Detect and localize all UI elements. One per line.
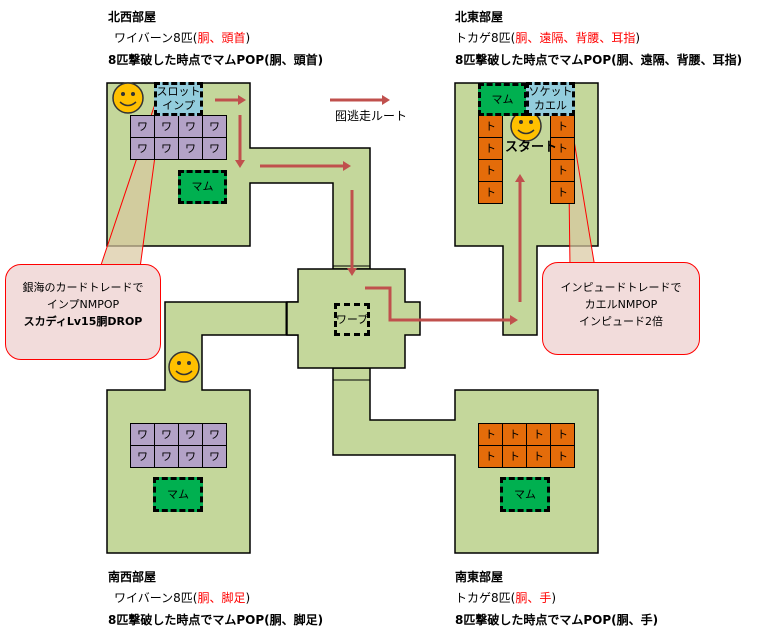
lizard-cell: ト xyxy=(550,445,575,468)
wyvern-cell: ワ xyxy=(130,445,155,468)
smiley-icon xyxy=(168,351,200,383)
paren: ) xyxy=(245,591,251,605)
room-title: 北東部屋 xyxy=(455,10,504,24)
mam-spawn-sw: マム xyxy=(153,477,203,512)
drop-parts: 胴、遠隔、背腰、耳指 xyxy=(515,31,636,45)
mam-spawn-ne: マム xyxy=(478,83,527,116)
wyvern-cell: ワ xyxy=(202,137,227,160)
room-mam-note: 8匹撃破した時点でマムPOP(胴、遠隔、背腰、耳指) xyxy=(455,53,743,67)
lizard-cell: ト xyxy=(478,159,503,182)
lizard-cell: ト xyxy=(550,159,575,182)
paren: ) xyxy=(635,31,641,45)
drop-parts: 胴、頭首 xyxy=(197,31,246,45)
callout-text: 銀海のカードトレードで xyxy=(22,281,144,294)
room-enemies: ワイバーン8匹(胴、脚足) xyxy=(114,591,250,605)
wyvern-cell: ワ xyxy=(202,445,227,468)
room-title: 南東部屋 xyxy=(455,570,504,584)
drop-parts: 胴、手 xyxy=(515,591,552,605)
lizard-cell: ト xyxy=(478,115,503,138)
lizard-cell: ト xyxy=(526,423,551,446)
callout-text: インピュード2倍 xyxy=(579,315,663,328)
warp-point: ワープ xyxy=(334,303,370,336)
room-enemies: トカゲ8匹(胴、遠隔、背腰、耳指) xyxy=(455,31,640,45)
enemy-count: トカゲ8匹( xyxy=(455,591,516,605)
central-plaza xyxy=(286,268,421,369)
lizard-cell: ト xyxy=(526,445,551,468)
wyvern-cell: ワ xyxy=(130,137,155,160)
legend-route-label: 囮逃走ルート xyxy=(335,109,408,123)
callout-text: カエルNMPOP xyxy=(584,298,658,311)
wyvern-cell: ワ xyxy=(154,445,179,468)
room-title: 南西部屋 xyxy=(108,570,157,584)
callout-text: インプNMPOP xyxy=(46,298,120,311)
paren: ) xyxy=(245,31,251,45)
paren: ) xyxy=(551,591,557,605)
slot-imp-spawn: スロット インプ xyxy=(154,82,203,116)
wyvern-cell: ワ xyxy=(178,115,203,138)
room-mam-note: 8匹撃破した時点でマムPOP(胴、脚足) xyxy=(108,613,324,627)
callout-text: スカディLv15胴DROP xyxy=(23,315,143,328)
wyvern-cell: ワ xyxy=(130,423,155,446)
wyvern-cell: ワ xyxy=(178,445,203,468)
wyvern-cell: ワ xyxy=(154,115,179,138)
lizard-cell: ト xyxy=(478,445,503,468)
wyvern-cell: ワ xyxy=(154,137,179,160)
room-mam-note: 8匹撃破した時点でマムPOP(胴、手) xyxy=(455,613,659,627)
socket-frog-spawn: ソケット カエル xyxy=(526,82,575,116)
room-mam-note: 8匹撃破した時点でマムPOP(胴、頭首) xyxy=(108,53,324,67)
wyvern-cell: ワ xyxy=(202,115,227,138)
callout-text: インピュードトレードで xyxy=(560,281,682,294)
wyvern-cell: ワ xyxy=(154,423,179,446)
smiley-icon xyxy=(510,110,542,142)
enemy-count: ワイバーン8匹( xyxy=(114,31,198,45)
lizard-cell: ト xyxy=(478,137,503,160)
lizard-cell: ト xyxy=(478,423,503,446)
lizard-cell: ト xyxy=(550,181,575,204)
start-label: スタート xyxy=(505,140,558,155)
drop-parts: 胴、脚足 xyxy=(197,591,246,605)
wyvern-cell: ワ xyxy=(202,423,227,446)
wyvern-cell: ワ xyxy=(178,137,203,160)
mam-spawn-se: マム xyxy=(500,477,550,512)
lizard-cell: ト xyxy=(550,115,575,138)
lizard-cell: ト xyxy=(502,423,527,446)
escape-route-arrows xyxy=(215,98,522,322)
callout-right: インピュードトレードで カエルNMPOP インピュード2倍 xyxy=(542,262,700,355)
wyvern-cell: ワ xyxy=(178,423,203,446)
callout-left: 銀海のカードトレードで インプNMPOP スカディLv15胴DROP xyxy=(5,264,161,360)
lizard-cell: ト xyxy=(550,423,575,446)
wyvern-cell: ワ xyxy=(130,115,155,138)
lizard-cell: ト xyxy=(478,181,503,204)
mam-spawn-nw: マム xyxy=(178,170,227,204)
enemy-count: トカゲ8匹( xyxy=(455,31,516,45)
enemy-count: ワイバーン8匹( xyxy=(114,591,198,605)
lizard-cell: ト xyxy=(502,445,527,468)
room-title: 北西部屋 xyxy=(108,10,157,24)
smiley-icon xyxy=(112,82,144,114)
room-enemies: ワイバーン8匹(胴、頭首) xyxy=(114,31,250,45)
room-enemies: トカゲ8匹(胴、手) xyxy=(455,591,556,605)
